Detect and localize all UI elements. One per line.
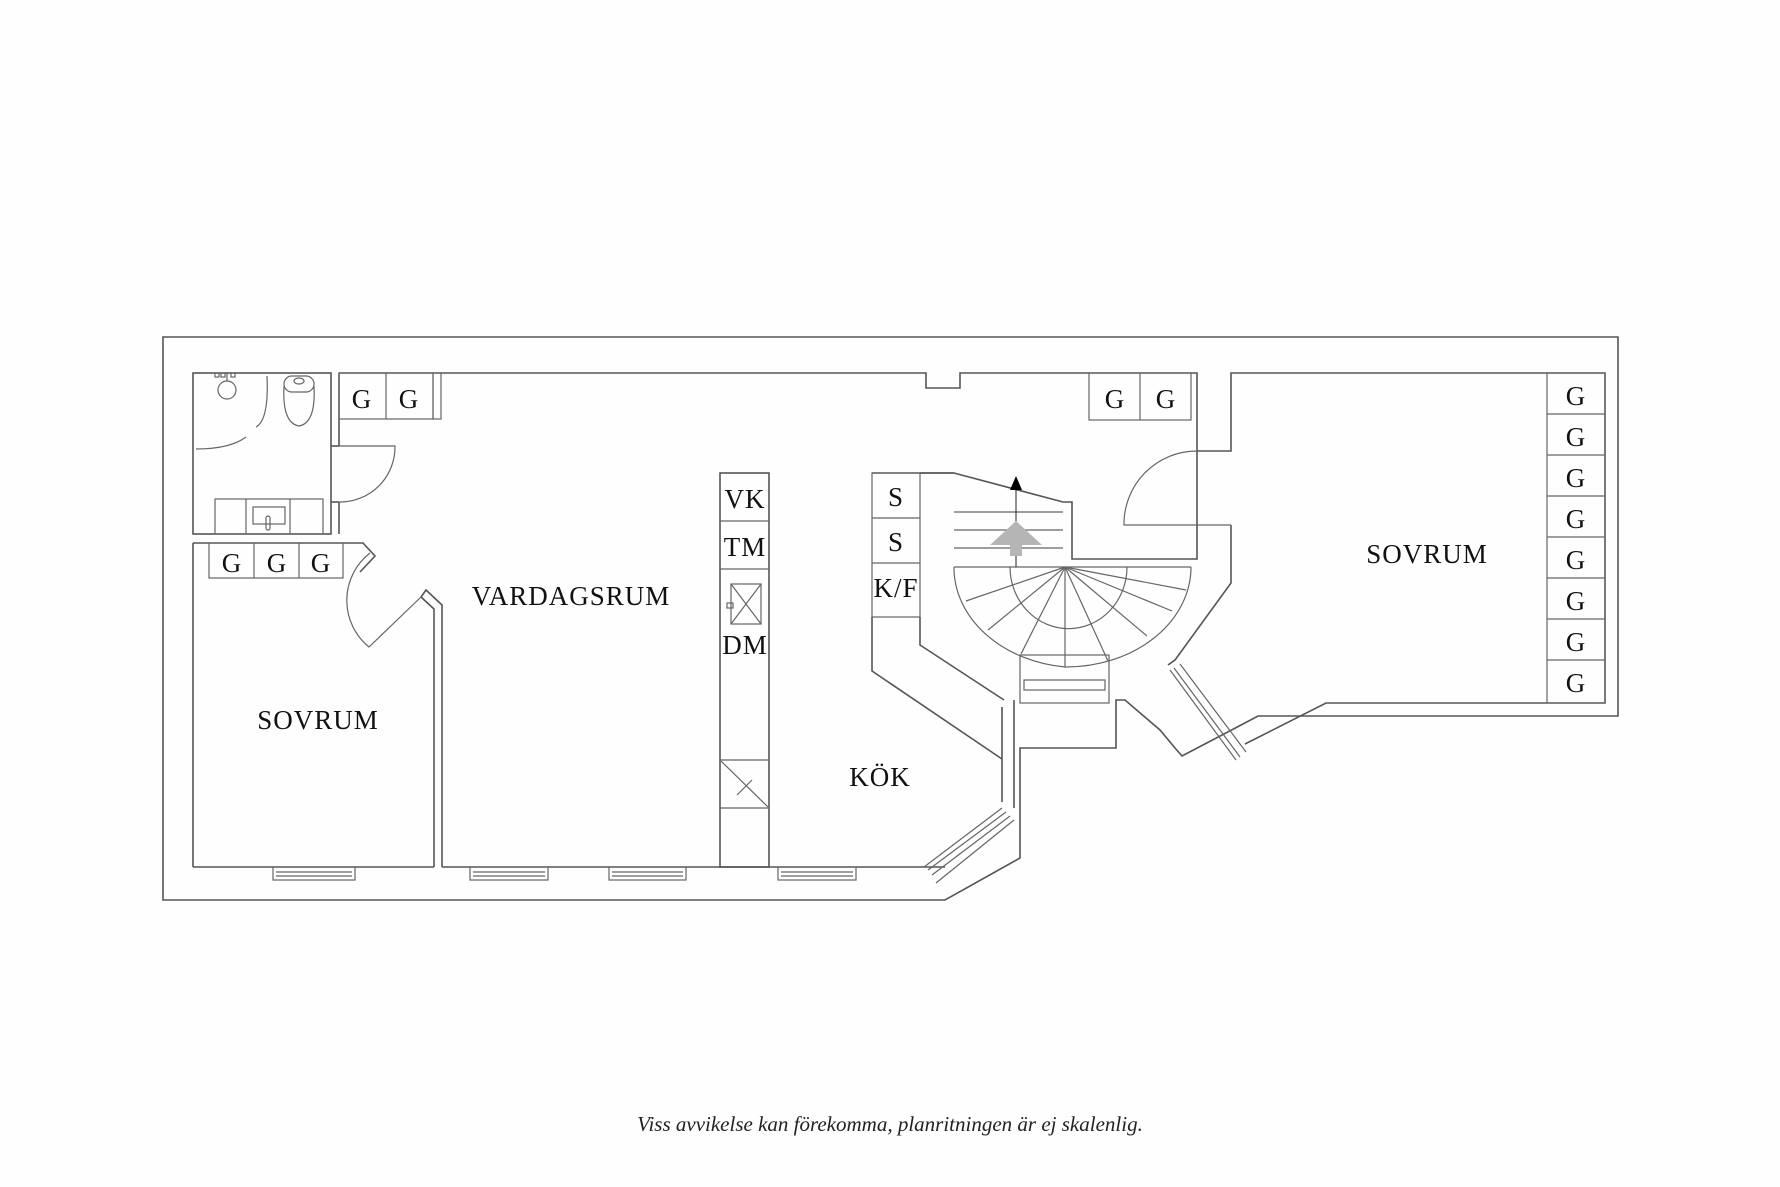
window-right-corner <box>1169 663 1247 761</box>
outer-wall <box>162 336 1619 901</box>
kitchen-side-cabinets <box>871 472 1005 760</box>
closet-label: G <box>399 384 420 414</box>
closet-group-top-left <box>338 372 442 420</box>
closet-label: G <box>352 384 373 414</box>
bedroom-right-door <box>1123 450 1231 526</box>
appliance-label-tm: TM <box>724 532 767 562</box>
closet-label: G <box>1566 627 1587 657</box>
stair-arrow-icon <box>990 476 1042 567</box>
closet-label: G <box>267 548 288 578</box>
closet-group-left-bedroom <box>208 542 344 579</box>
dishwasher-icon <box>726 583 762 625</box>
bathroom-wall <box>192 372 332 535</box>
toilet-icon <box>283 375 315 427</box>
closet-label: G <box>1566 504 1587 534</box>
closet-label: G <box>1566 463 1587 493</box>
closet-label: G <box>1566 545 1587 575</box>
cabinet-label-kf: K/F <box>873 573 918 603</box>
closet-label: G <box>311 548 332 578</box>
room-label-kitchen: KÖK <box>849 762 911 792</box>
appliance-label-vk: VK <box>725 484 766 514</box>
closet-label: G <box>222 548 243 578</box>
closet-label: G <box>1566 422 1587 452</box>
stove-icon <box>720 760 769 808</box>
bedroom-left-door <box>346 552 422 648</box>
room-label-bedroom-left: SOVRUM <box>257 705 379 735</box>
window-kitchen-corner <box>923 700 1015 884</box>
shower-icon <box>195 372 268 450</box>
closet-label: G <box>1566 668 1587 698</box>
closet-group-top-center <box>1088 372 1192 421</box>
room-label-bedroom-right: SOVRUM <box>1366 539 1488 569</box>
appliance-label-dm: DM <box>722 630 768 660</box>
bathroom-door <box>338 445 396 503</box>
cabinet-label-s: S <box>888 482 904 512</box>
room-label-living-room: VARDAGSRUM <box>472 581 671 611</box>
stair-radial-treads <box>965 566 1187 667</box>
cabinet-label-s: S <box>888 527 904 557</box>
windows-bottom <box>272 866 857 881</box>
closet-label: G <box>1105 384 1126 414</box>
disclaimer-text: Viss avvikelse kan förekomma, planritnin… <box>637 1112 1143 1136</box>
closet-column-right <box>1546 372 1606 704</box>
closet-label: G <box>1566 381 1587 411</box>
closet-label: G <box>1156 384 1177 414</box>
kitchen-appliance-column <box>719 472 770 868</box>
staircase <box>920 451 1198 704</box>
closet-label: G <box>1566 586 1587 616</box>
vanity-sink-icon <box>214 498 324 535</box>
